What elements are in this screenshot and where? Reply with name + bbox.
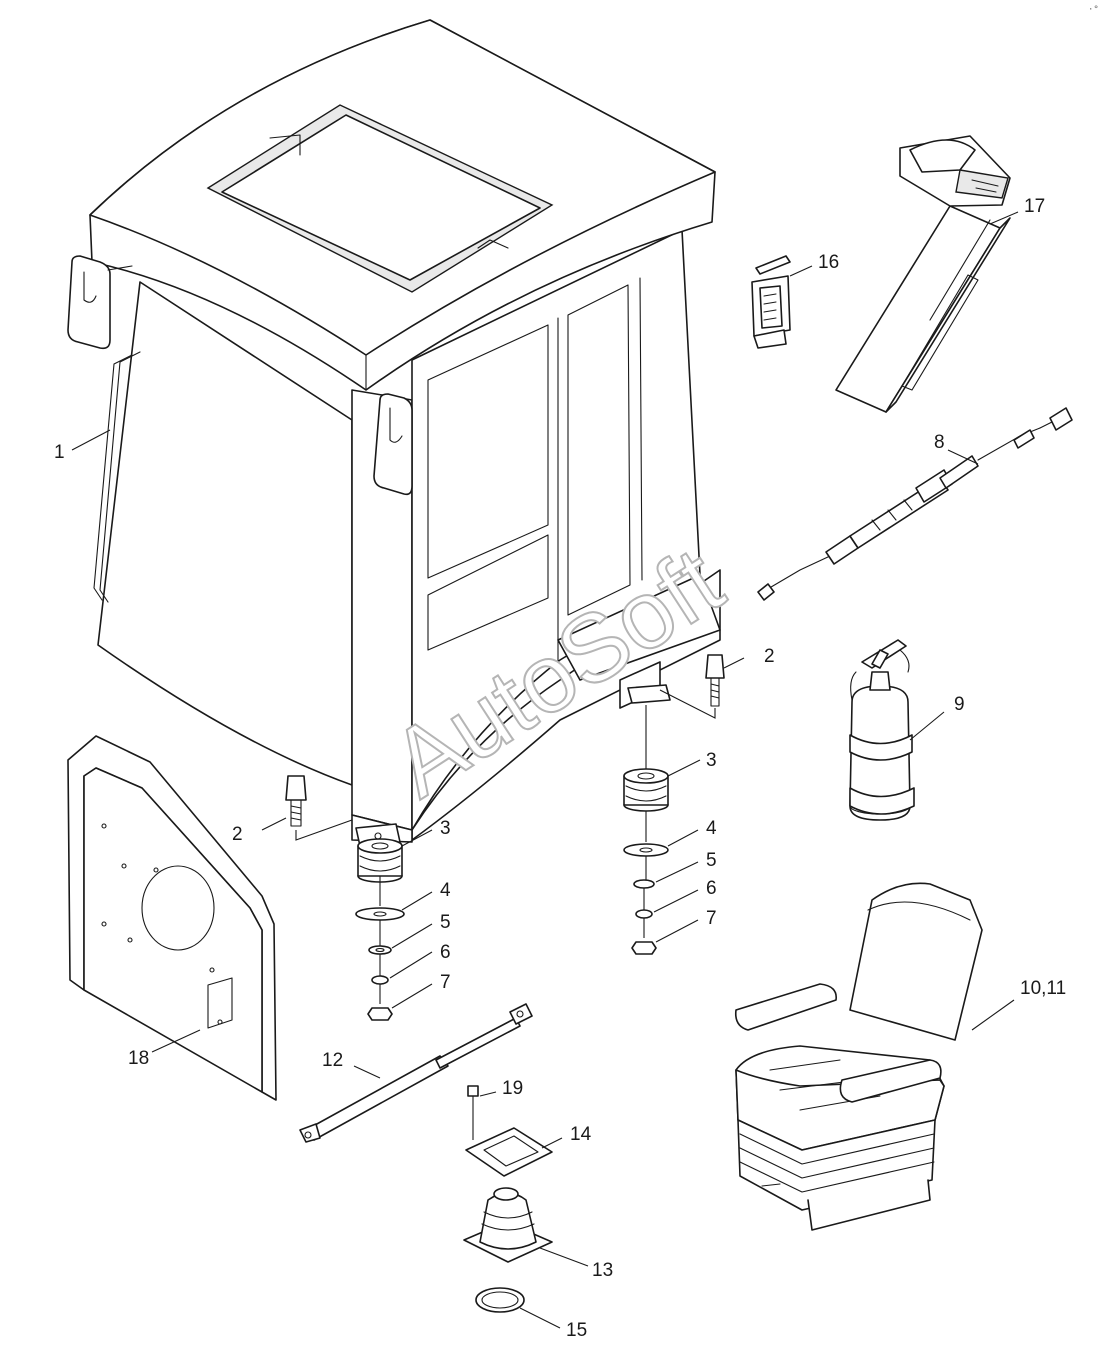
ring-part-15	[475, 1287, 525, 1313]
callout-2-left: 2	[232, 824, 243, 845]
plate-part-14	[465, 1085, 553, 1177]
callout-3-left: 3	[440, 818, 451, 839]
callout-4-left: 4	[440, 880, 451, 901]
callout-6-left: 6	[440, 942, 451, 963]
callout-7-right: 7	[706, 908, 717, 929]
extinguisher-part-9	[849, 639, 915, 821]
callout-13: 13	[592, 1260, 613, 1281]
callout-16: 16	[818, 252, 839, 273]
callout-1: 1	[54, 442, 65, 463]
mount-stack-right	[623, 654, 725, 955]
callout-17: 17	[1024, 196, 1045, 217]
callout-10-11: 10,11	[1020, 978, 1066, 999]
callout-labels: 1 2 2 3 3 4 4 5 5 6 6 7 7 8 9 10,11 12 1…	[54, 5, 1099, 1341]
seat-part-10-11	[734, 882, 983, 1231]
callout-8: 8	[934, 432, 945, 453]
callout-3-right: 3	[706, 750, 717, 771]
callout-6-right: 6	[706, 878, 717, 899]
callout-18: 18	[128, 1048, 149, 1069]
cab-part-1	[67, 19, 721, 847]
panel-part-18	[67, 735, 277, 1101]
lever-part-16	[751, 255, 791, 349]
cable-part-8	[757, 407, 1073, 601]
corner-mark: ·°	[1088, 5, 1099, 15]
callout-4-right: 4	[706, 818, 717, 839]
callout-12: 12	[322, 1050, 343, 1071]
leader-lines	[71, 211, 1019, 1329]
callout-5-left: 5	[440, 912, 451, 933]
callout-19: 19	[502, 1078, 523, 1099]
mount-stack-left	[285, 775, 405, 1021]
callout-2-right: 2	[764, 646, 775, 667]
callout-7-left: 7	[440, 972, 451, 993]
callout-15: 15	[566, 1320, 587, 1341]
callout-5-right: 5	[706, 850, 717, 871]
gas-strut-part-12	[299, 1003, 533, 1143]
callout-14: 14	[570, 1124, 592, 1145]
callout-9: 9	[954, 694, 965, 715]
boot-part-13	[463, 1187, 553, 1263]
joystick-part-17	[835, 135, 1011, 413]
